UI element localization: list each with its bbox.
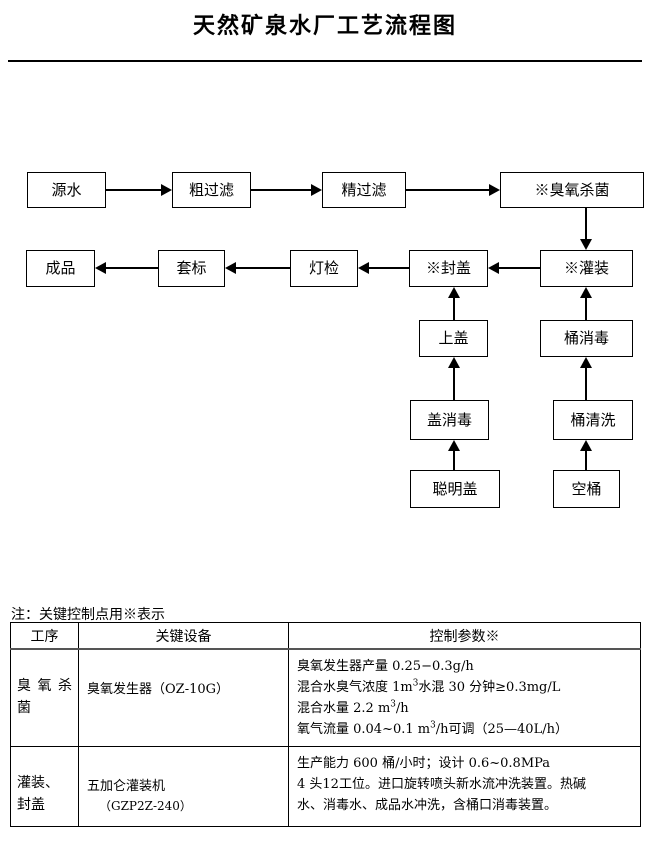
node-barrel-disinfect[interactable]: 桶消毒 <box>540 320 633 357</box>
column-header-process: 工序 <box>10 622 79 650</box>
node-label: 空桶 <box>571 479 602 498</box>
table-row: 臭 氧 杀 菌 臭氧发生器（OZ-10G） 臭氧发生器产量 0.25−0.3g/… <box>10 648 641 748</box>
node-label: ※臭氧杀菌 <box>534 180 610 199</box>
node-filling[interactable]: ※灌装 <box>540 250 633 287</box>
node-label: ※灌装 <box>563 259 609 277</box>
connector-coarse-to-fine <box>251 189 311 191</box>
cell-process-filling-capping: 灌装、封盖 <box>10 746 79 828</box>
node-source-water[interactable]: 源水 <box>27 172 106 208</box>
equipment-model: （GZP2Z-240） <box>99 798 192 813</box>
node-label: 聪明盖 <box>432 479 478 498</box>
arrow-barrelwash-to-barreldisinfect <box>580 357 592 368</box>
node-label: 盖消毒 <box>426 410 472 429</box>
node-cap-on[interactable]: 上盖 <box>419 320 488 357</box>
node-cap-disinfect[interactable]: 盖消毒 <box>410 400 489 440</box>
arrow-emptybarrel-to-barrelwash <box>580 440 592 451</box>
cell-parameters-filling: 生产能力 600 桶/小时；设计 0.6~0.8MPa 4 头12工位。进口旋转… <box>288 746 641 828</box>
node-label: ※封盖 <box>425 259 471 277</box>
connector-barrelwash-to-barreldisinfect <box>585 368 587 400</box>
node-coarse-filter[interactable]: 粗过滤 <box>172 172 251 208</box>
node-capping[interactable]: ※封盖 <box>409 250 488 287</box>
arrow-capdisinfect-to-capon <box>448 357 460 368</box>
equipment-name: 臭氧发生器（OZ-10G） <box>87 682 230 697</box>
table-header-row: 工序 关键设备 控制参数※ <box>10 622 641 650</box>
connector-lamp-to-labeling <box>236 267 291 269</box>
legend-note: 注：关键控制点用※表示 <box>11 607 165 623</box>
node-smart-cap[interactable]: 聪明盖 <box>410 470 500 508</box>
param-line-3: 水、消毒水、成品水冲洗，含桶口消毒装置。 <box>297 798 558 814</box>
node-barrel-wash[interactable]: 桶清洗 <box>553 400 633 440</box>
arrow-ozone-to-filling <box>580 239 592 250</box>
node-finished-product[interactable]: 成品 <box>26 250 95 287</box>
arrow-filling-to-capping <box>488 262 499 274</box>
arrow-capon-to-capping <box>448 287 460 298</box>
arrow-source-to-coarse <box>161 184 172 196</box>
param-line-2: 4 头12工位。进口旋转喷头新水流冲洗装置。热碱 <box>297 777 586 793</box>
node-ozone-sterilize[interactable]: ※臭氧杀菌 <box>500 172 644 208</box>
node-empty-barrel[interactable]: 空桶 <box>553 470 620 508</box>
node-label: 上盖 <box>438 329 469 347</box>
connector-smartcap-to-capdisinfect <box>453 451 455 470</box>
param-line-4: 氧气流量 0.04~0.1 m3/h可调（25—40L/h） <box>297 720 568 738</box>
connector-source-to-coarse <box>106 189 161 191</box>
equipment-name: 五加仑灌装机 <box>87 779 166 795</box>
node-labeling[interactable]: 套标 <box>158 250 225 287</box>
arrow-labeling-to-product <box>95 262 106 274</box>
param-line-1: 臭氧发生器产量 0.25−0.3g/h <box>297 659 474 674</box>
node-label: 桶消毒 <box>563 329 609 347</box>
connector-capon-to-capping <box>453 298 455 320</box>
param-line-1: 生产能力 600 桶/小时；设计 0.6~0.8MPa <box>297 756 551 772</box>
node-label: 成品 <box>45 259 76 277</box>
connector-ozone-to-filling <box>585 208 587 239</box>
arrow-lamp-to-labeling <box>225 262 236 274</box>
node-label: 灯检 <box>308 259 339 277</box>
connector-emptybarrel-to-barrelwash <box>585 451 587 470</box>
process-flowchart: 源水 粗过滤 精过滤 ※臭氧杀菌 ※灌装 ※封盖 灯检 套标 成品 上盖 <box>26 172 644 508</box>
node-lamp-inspection[interactable]: 灯检 <box>290 250 358 287</box>
arrow-fine-to-ozone <box>489 184 500 196</box>
column-header-parameters: 控制参数※ <box>288 622 641 650</box>
arrow-barreldisinfect-to-filling <box>580 287 592 298</box>
node-fine-filter[interactable]: 精过滤 <box>322 172 406 208</box>
node-label: 精过滤 <box>341 180 387 199</box>
cell-equipment-filling: 五加仑灌装机 （GZP2Z-240） <box>78 746 289 828</box>
page-title: 天然矿泉水厂工艺流程图 <box>192 13 457 39</box>
cell-process-ozone: 臭 氧 杀 菌 <box>10 648 79 748</box>
cell-equipment-ozone: 臭氧发生器（OZ-10G） <box>78 648 289 748</box>
connector-capdisinfect-to-capon <box>453 368 455 400</box>
arrow-smartcap-to-capdisinfect <box>448 440 460 451</box>
connector-labeling-to-product <box>106 267 159 269</box>
title-divider <box>8 60 642 62</box>
node-label: 套标 <box>176 259 207 277</box>
node-label: 源水 <box>51 180 82 199</box>
node-label: 桶清洗 <box>570 410 616 429</box>
connector-capping-to-lamp <box>369 267 410 269</box>
arrow-coarse-to-fine <box>311 184 322 196</box>
node-label: 粗过滤 <box>188 180 234 199</box>
column-header-equipment: 关键设备 <box>78 622 289 650</box>
arrow-capping-to-lamp <box>358 262 369 274</box>
cell-parameters-ozone: 臭氧发生器产量 0.25−0.3g/h 混合水臭气浓度 1m3水混 30 分钟≥… <box>288 648 641 748</box>
param-line-3: 混合水量 2.2 m3/h <box>297 699 409 717</box>
param-line-2: 混合水臭气浓度 1m3水混 30 分钟≥0.3mg/L <box>297 678 561 696</box>
table-row: 灌装、封盖 五加仑灌装机 （GZP2Z-240） 生产能力 600 桶/小时；设… <box>10 746 641 828</box>
control-parameters-table: 工序 关键设备 控制参数※ 臭 氧 杀 菌 臭氧发生器（OZ-10G） 臭氧发生… <box>10 622 641 828</box>
connector-filling-to-capping <box>499 267 541 269</box>
connector-fine-to-ozone <box>406 189 489 191</box>
connector-barreldisinfect-to-filling <box>585 298 587 320</box>
